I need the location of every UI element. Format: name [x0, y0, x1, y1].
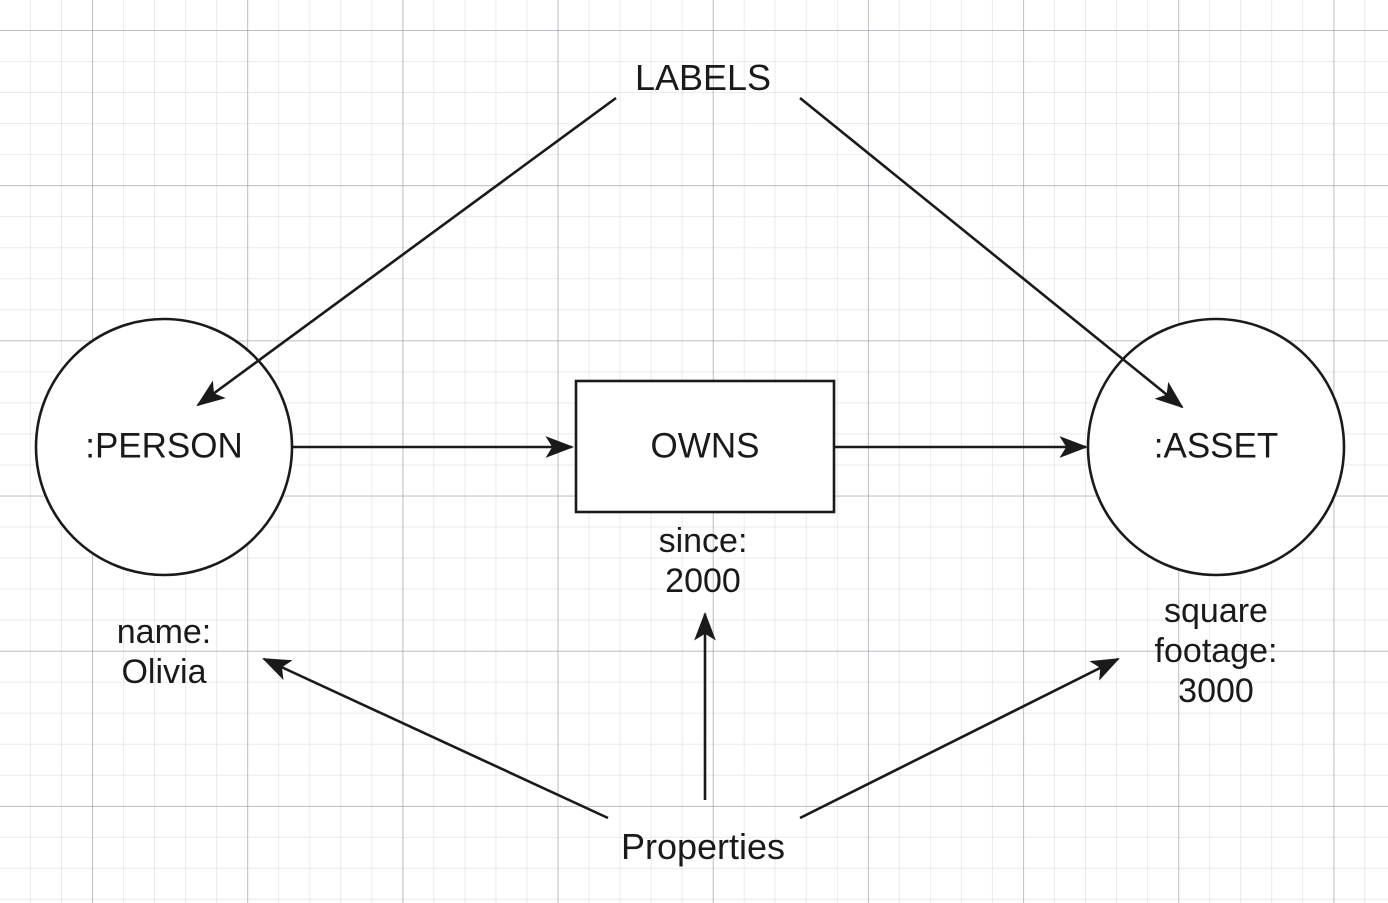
edge-labels-to-asset[interactable] — [799, 96, 1184, 409]
annotation-owns-properties: since: 2000 — [659, 521, 748, 601]
node-label-person: :PERSON — [85, 426, 243, 466]
node-label-asset: :ASSET — [1153, 426, 1279, 466]
annotation-line: since: — [658, 522, 748, 560]
annotation-line: name: — [116, 613, 212, 651]
node-label-owns: OWNS — [650, 426, 760, 466]
annotation-line: footage: — [1154, 632, 1278, 671]
heading-properties: Properties — [620, 826, 786, 868]
heading-labels: LABELS — [634, 57, 772, 99]
annotation-line: square — [1164, 592, 1268, 630]
annotation-line: 2000 — [665, 562, 741, 601]
node-owns-rect[interactable] — [574, 379, 836, 514]
edge-labels-to-person[interactable] — [196, 96, 617, 407]
annotation-line: Olivia — [121, 653, 207, 692]
annotation-line: 3000 — [1178, 672, 1254, 711]
edge-properties-to-person-props[interactable] — [262, 657, 609, 820]
annotation-person-properties: name: Olivia — [117, 612, 212, 692]
annotation-asset-properties: square footage: 3000 — [1155, 591, 1278, 711]
edge-properties-to-asset-props[interactable] — [799, 657, 1120, 820]
